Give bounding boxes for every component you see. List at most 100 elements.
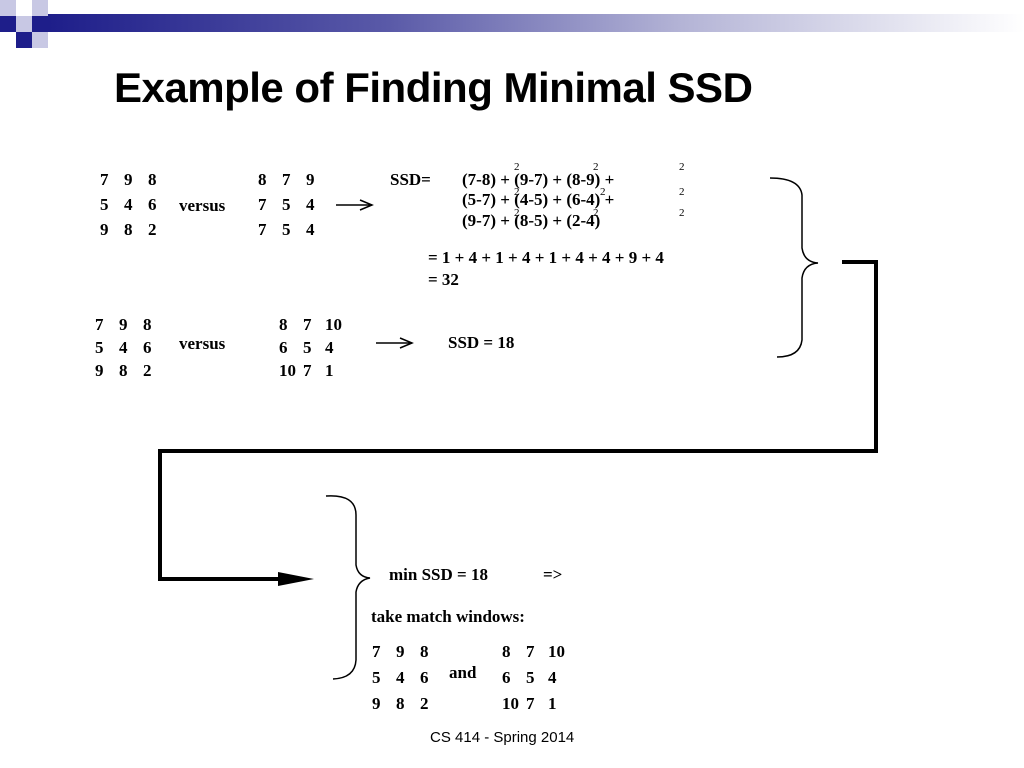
exponent: 2 (593, 161, 599, 173)
matrix-cell: 5 (282, 195, 291, 214)
ssd-result-line: = 32 (428, 270, 459, 289)
matrix-cell: 6 (502, 668, 511, 687)
matrix-cell: 9 (396, 642, 405, 661)
connector-line (158, 260, 878, 581)
matrix-cell: 2 (143, 361, 152, 380)
matrix-cell: 8 (279, 315, 288, 334)
matrix-cell: 8 (148, 170, 157, 189)
matrix-cell: 5 (100, 195, 109, 214)
matrix-cell: 5 (526, 668, 535, 687)
matrix-cell: 6 (143, 338, 152, 357)
matrix-cell: 7 (282, 170, 291, 189)
logo-square (32, 32, 48, 48)
right-arrow-icon (336, 199, 374, 211)
exponent: 2 (593, 207, 599, 219)
ssd-label: SSD= (390, 170, 431, 189)
matrix-cell: 4 (548, 668, 557, 687)
matrix-cell: 7 (303, 315, 312, 334)
conclusion-left-matrix: 7 9 8 5 4 6 9 8 2 (372, 643, 444, 712)
ssd-sum-line: = 1 + 4 + 1 + 4 + 1 + 4 + 4 + 9 + 4 (428, 248, 664, 267)
matrix-cell: 9 (124, 170, 133, 189)
logo-square (16, 0, 32, 16)
matrix-cell: 9 (95, 361, 104, 380)
exponent: 2 (679, 186, 685, 198)
matrix-cell: 4 (306, 195, 315, 214)
min-ssd-line: min SSD = 18 (389, 565, 488, 584)
matrix-cell: 4 (119, 338, 128, 357)
right-arrow-icon (376, 337, 414, 349)
logo-square (32, 16, 48, 32)
ssd-result: SSD = 18 (448, 333, 515, 352)
versus-label: versus (179, 196, 226, 215)
header-gradient-bar (48, 14, 1024, 32)
matrix-cell: 7 (526, 694, 535, 713)
logo-square (0, 16, 16, 32)
matrix-cell: 9 (119, 315, 128, 334)
matrix-cell: 4 (124, 195, 133, 214)
matrix-cell: 7 (526, 642, 535, 661)
matrix-cell: 10 (502, 694, 519, 713)
take-match-line: take match windows: (371, 607, 525, 626)
left-brace (325, 495, 371, 680)
example1-left-matrix: 7 9 8 5 4 6 9 8 2 (100, 171, 172, 238)
ssd-term-row: (7-8) + (9-7) + (8-9) + (462, 170, 615, 189)
matrix-cell: 8 (502, 642, 511, 661)
connector-arrowhead (278, 572, 314, 586)
matrix-cell: 1 (325, 361, 334, 380)
matrix-cell: 10 (325, 315, 342, 334)
matrix-cell: 5 (303, 338, 312, 357)
matrix-cell: 7 (372, 642, 381, 661)
matrix-cell: 8 (258, 170, 267, 189)
matrix-cell: 8 (124, 220, 133, 239)
matrix-cell: 10 (548, 642, 565, 661)
matrix-cell: 8 (143, 315, 152, 334)
right-brace (769, 177, 819, 358)
slide-title: Example of Finding Minimal SSD (114, 64, 753, 111)
example2-left-matrix: 7 9 8 5 4 6 9 8 2 (95, 316, 167, 379)
logo-square (16, 32, 32, 48)
matrix-cell: 9 (306, 170, 315, 189)
logo-square (32, 0, 48, 16)
matrix-cell: 7 (258, 195, 267, 214)
slide-footer: CS 414 - Spring 2014 (430, 729, 575, 746)
matrix-cell: 7 (258, 220, 267, 239)
matrix-cell: 7 (95, 315, 104, 334)
exponent: 2 (600, 186, 606, 198)
matrix-cell: 7 (100, 170, 109, 189)
matrix-cell: 7 (303, 361, 312, 380)
header-bar (0, 0, 1024, 52)
matrix-cell: 9 (100, 220, 109, 239)
matrix-cell: 5 (282, 220, 291, 239)
matrix-cell: 4 (306, 220, 315, 239)
and-label: and (449, 663, 477, 682)
matrix-cell: 8 (420, 642, 429, 661)
matrix-cell: 4 (325, 338, 334, 357)
matrix-cell: 10 (279, 361, 296, 380)
versus-label: versus (179, 334, 226, 353)
implies-symbol: => (543, 565, 563, 584)
matrix-cell: 9 (372, 694, 381, 713)
exponent: 2 (514, 207, 520, 219)
logo-square (0, 0, 16, 16)
ssd-term-row: (9-7) + (8-5) + (2-4) (462, 211, 601, 230)
exponent: 2 (679, 207, 685, 219)
matrix-cell: 8 (119, 361, 128, 380)
exponent: 2 (514, 161, 520, 173)
exponent: 2 (679, 161, 685, 173)
exponent: 2 (514, 186, 520, 198)
matrix-cell: 6 (279, 338, 288, 357)
matrix-cell: 8 (396, 694, 405, 713)
example1-right-matrix: 8 7 9 7 5 4 7 5 4 (258, 171, 330, 238)
matrix-cell: 2 (420, 694, 429, 713)
matrix-cell: 5 (372, 668, 381, 687)
conclusion-right-matrix: 8 7 10 6 5 4 10 7 1 (502, 643, 578, 712)
matrix-cell: 1 (548, 694, 557, 713)
logo-square (16, 16, 32, 32)
matrix-cell: 6 (148, 195, 157, 214)
ssd-term-row: (5-7) + (4-5) + (6-4) + (462, 190, 615, 209)
matrix-cell: 4 (396, 668, 405, 687)
matrix-cell: 2 (148, 220, 157, 239)
matrix-cell: 6 (420, 668, 429, 687)
example2-right-matrix: 8 7 10 6 5 4 10 7 1 (279, 316, 355, 379)
